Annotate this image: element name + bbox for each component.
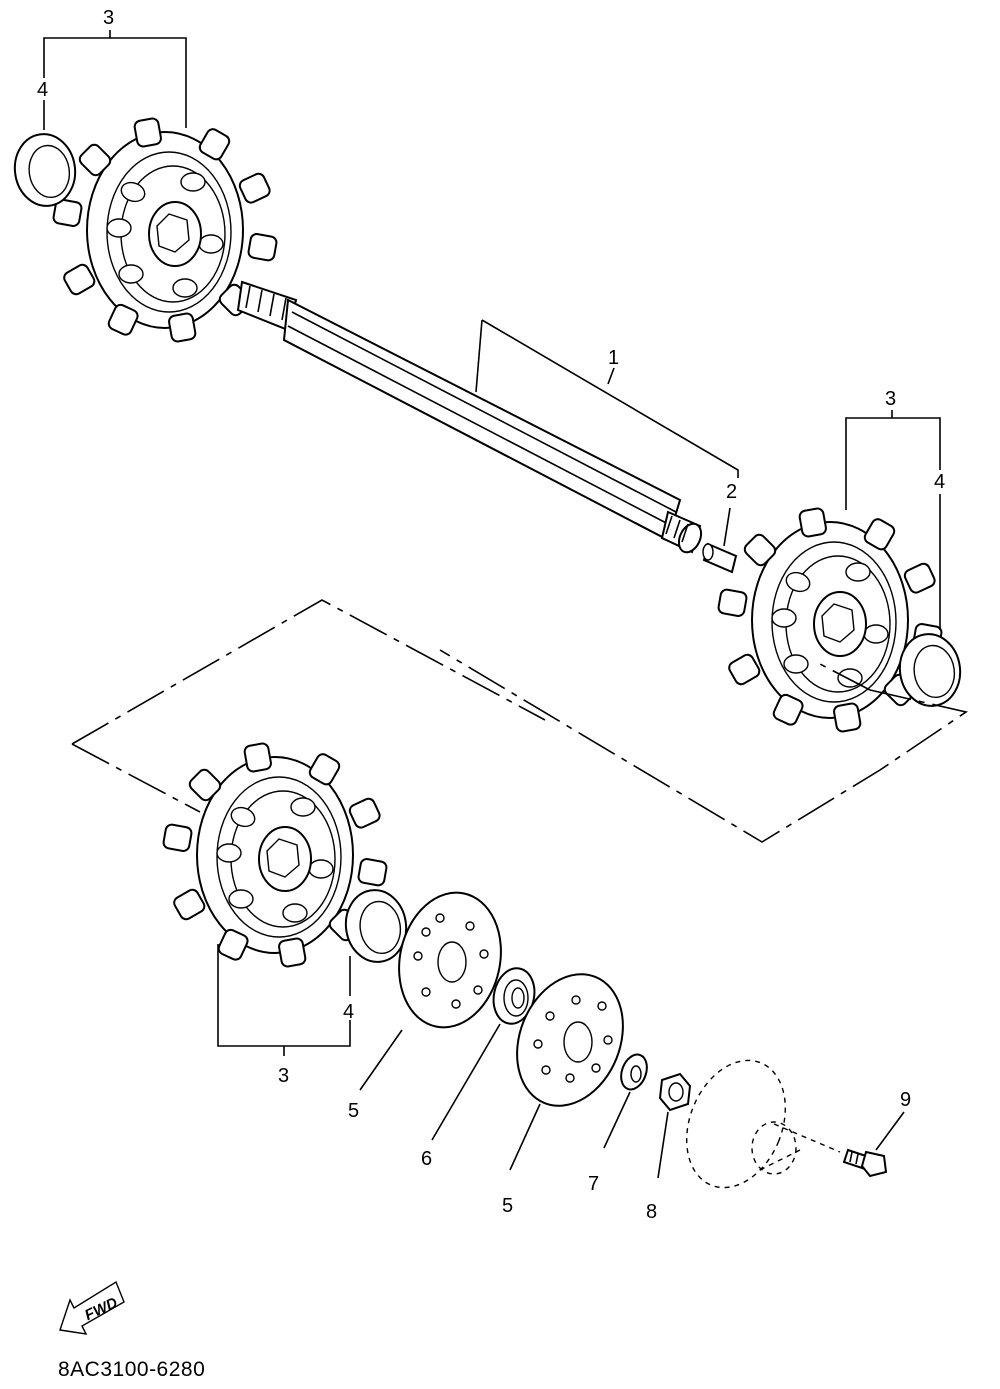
callout-3-bracket-bottom [217, 944, 351, 1056]
plate-right [509, 973, 624, 1171]
pin [702, 507, 738, 574]
bushing-top-left [9, 129, 81, 211]
callout-plate-right: 5 [502, 1195, 513, 1217]
callout-sprocket-right: 3 [885, 388, 896, 410]
callout-3-bracket-right [845, 410, 941, 630]
callout-1-bracket [475, 319, 739, 478]
callout-sprocket-top-left: 3 [103, 7, 114, 29]
drive-shaft [236, 280, 703, 554]
callout-sprocket-bottom: 3 [278, 1065, 289, 1087]
callout-bearing: 6 [421, 1148, 432, 1170]
nut [657, 1072, 692, 1179]
bolt [842, 1111, 905, 1178]
assembly-envelope [71, 599, 968, 843]
bearing [431, 967, 536, 1141]
callout-shaft: 1 [608, 347, 619, 369]
callout-plate-left: 5 [348, 1100, 359, 1122]
fwd-arrow-icon [59, 1280, 125, 1335]
callout-bushing-right: 4 [934, 471, 945, 493]
drawing-code: 8AC3100-6280 [58, 1358, 205, 1381]
plate-left [359, 891, 502, 1091]
callout-washer: 7 [588, 1173, 599, 1195]
callout-bushing-top-left: 4 [37, 79, 48, 101]
callout-3-bracket-top-left [43, 30, 187, 130]
callout-nut: 8 [646, 1201, 657, 1223]
hub-flange [686, 1059, 841, 1189]
callout-bolt: 9 [900, 1089, 911, 1111]
washer [603, 1053, 648, 1149]
callout-bushing-bottom: 4 [343, 1001, 354, 1023]
callout-pin: 2 [726, 481, 737, 503]
